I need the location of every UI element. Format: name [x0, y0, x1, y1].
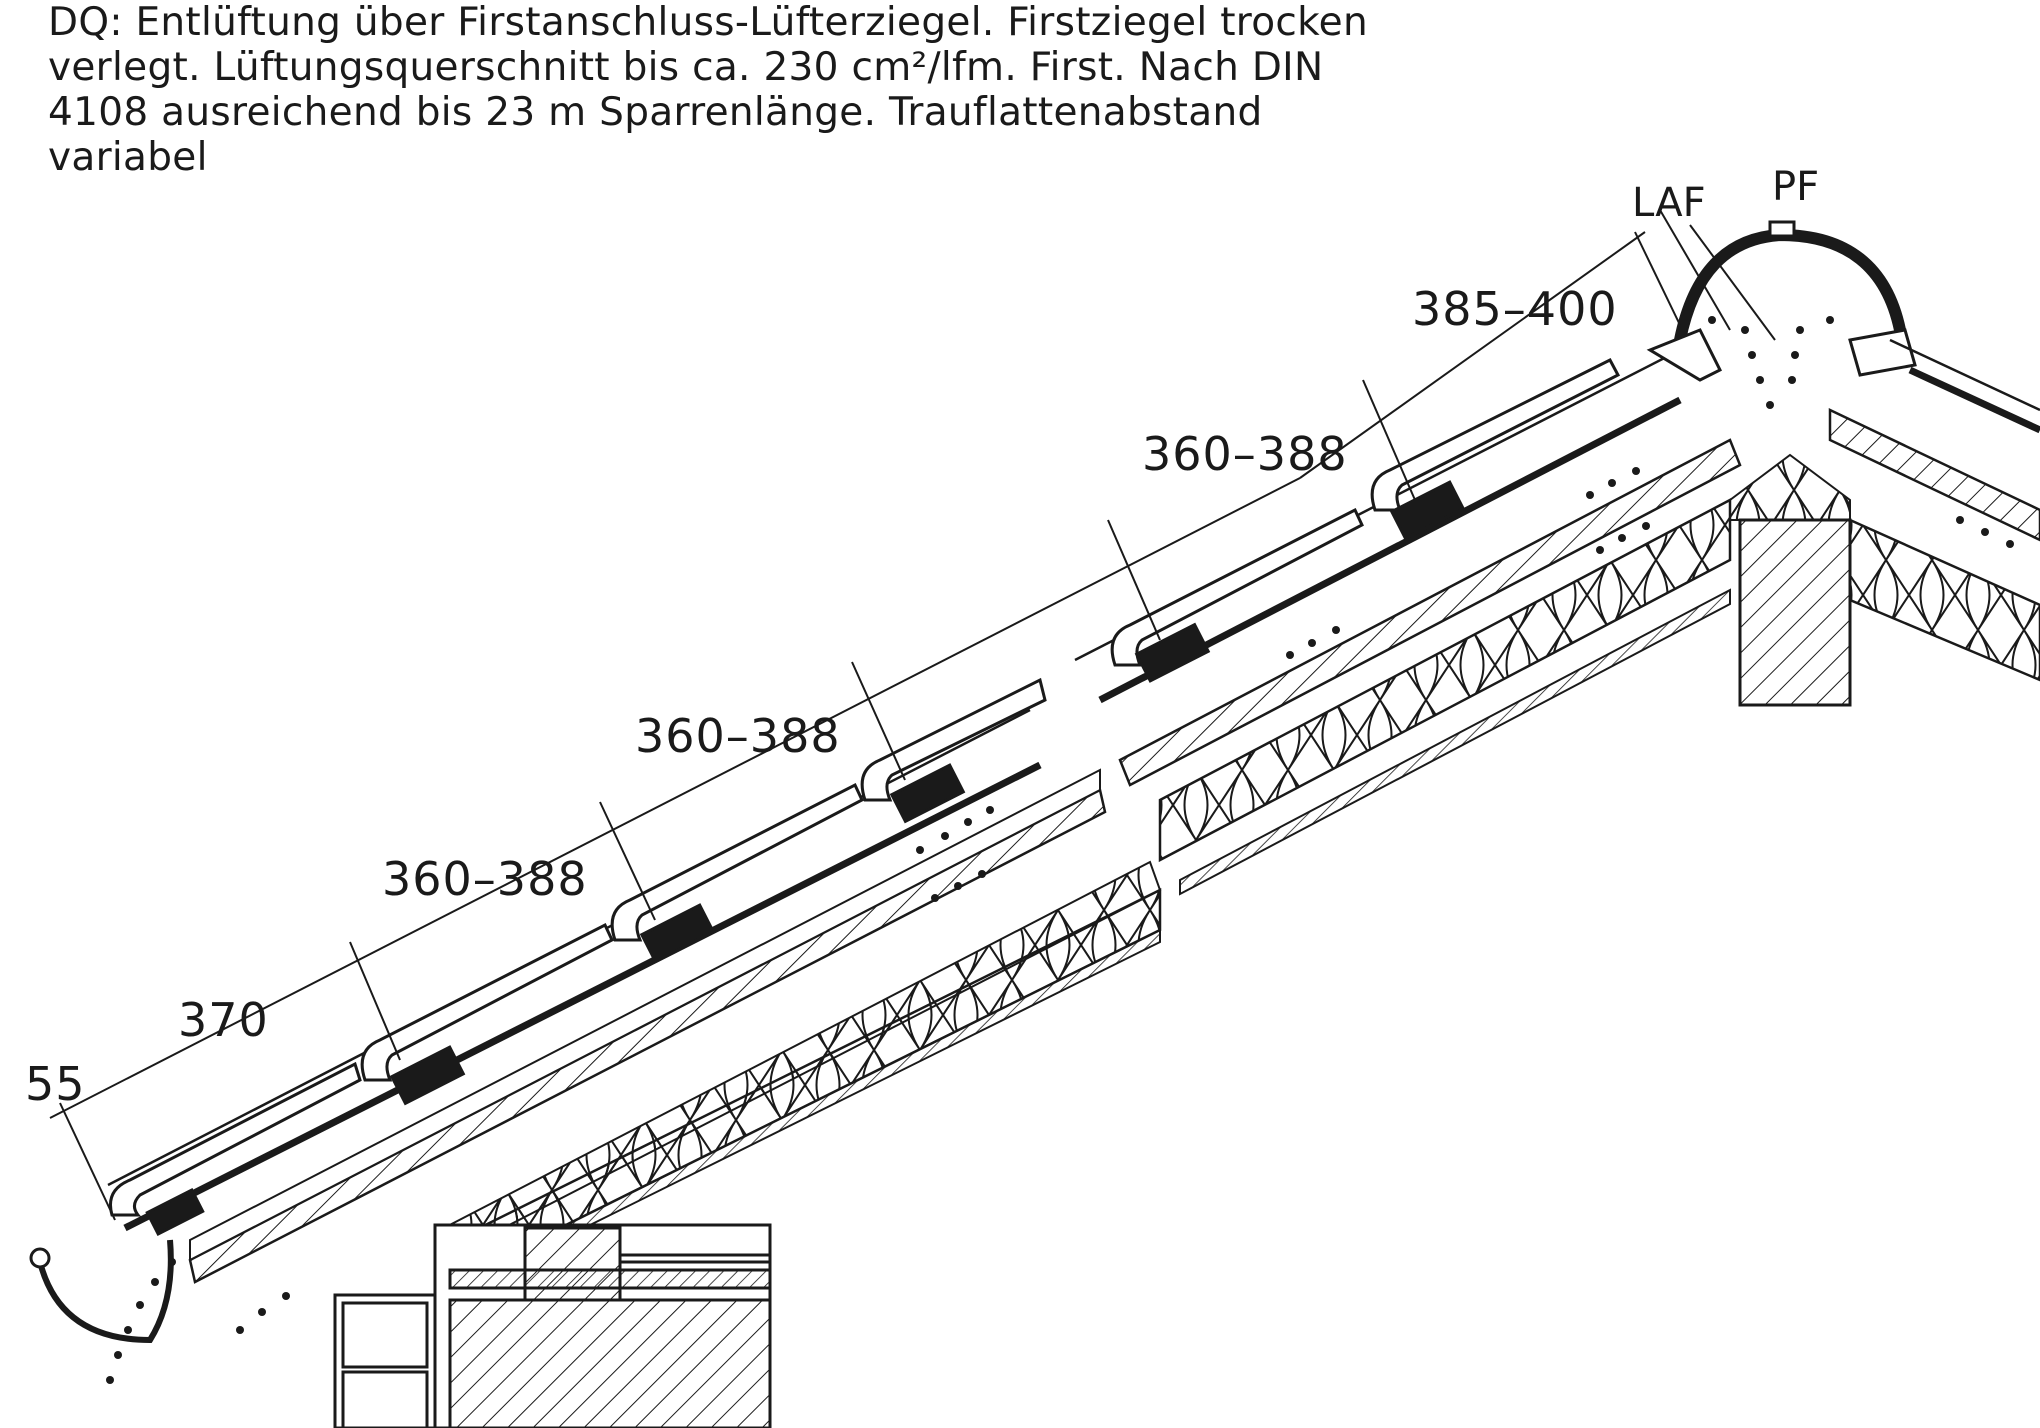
dimension-360-388-c: 360–388 [1142, 427, 1348, 481]
description-text: DQ: Entlüftung über Firstanschluss-Lüfte… [48, 0, 1528, 180]
tile-underside-line-lower [123, 761, 1042, 1232]
ventilated-ridge-tile-left [1646, 328, 1723, 382]
ridge [1646, 220, 1917, 707]
dimension-360-388-a: 360–388 [382, 852, 588, 906]
dimension-385-400: 385–400 [1412, 282, 1618, 336]
dimension-lines [49, 209, 1731, 1221]
counter-batten-lower [189, 768, 1101, 1262]
left-slope-lower [107, 708, 1162, 1304]
dimension-55: 55 [25, 1057, 86, 1111]
label-laf: LAF [1632, 180, 1706, 226]
ventilation-dots-lower [106, 806, 994, 1384]
tiles-upper [1110, 358, 1621, 683]
description-line-2: verlegt. Lüftungsquerschnitt bis ca. 230… [48, 45, 1324, 90]
right-slope [1828, 338, 2040, 682]
tiles-lower [109, 677, 1047, 1237]
ventilation-dots-upper [1286, 467, 1650, 659]
dimension-370: 370 [178, 993, 269, 1047]
description-line-3: 4108 ausreichend bis 23 m Sparrenlänge. … [48, 90, 1263, 135]
insulation-upper [1158, 497, 1732, 863]
eave-wall [333, 1223, 772, 1428]
insulation-right [1848, 518, 2040, 682]
rafter-board-right [1828, 408, 2040, 542]
label-pf: PF [1772, 164, 1819, 210]
upper-slope [1074, 348, 1742, 896]
dimension-360-388-b: 360–388 [635, 709, 841, 763]
description-line-1: DQ: Entlüftung über Firstanschluss-Lüfte… [48, 0, 1368, 45]
ridge-insulation-left [1729, 453, 1851, 521]
rafter-board-upper [1118, 438, 1742, 787]
vapor-layer-upper [1179, 588, 1731, 896]
ridge-beam [1738, 518, 1852, 707]
ventilated-ridge-tile-right [1848, 328, 1917, 377]
tile-line-right [1908, 366, 2040, 434]
gutter [29, 1239, 174, 1344]
description-line-4: variabel [48, 135, 208, 180]
ridge-tile [1674, 228, 1906, 342]
